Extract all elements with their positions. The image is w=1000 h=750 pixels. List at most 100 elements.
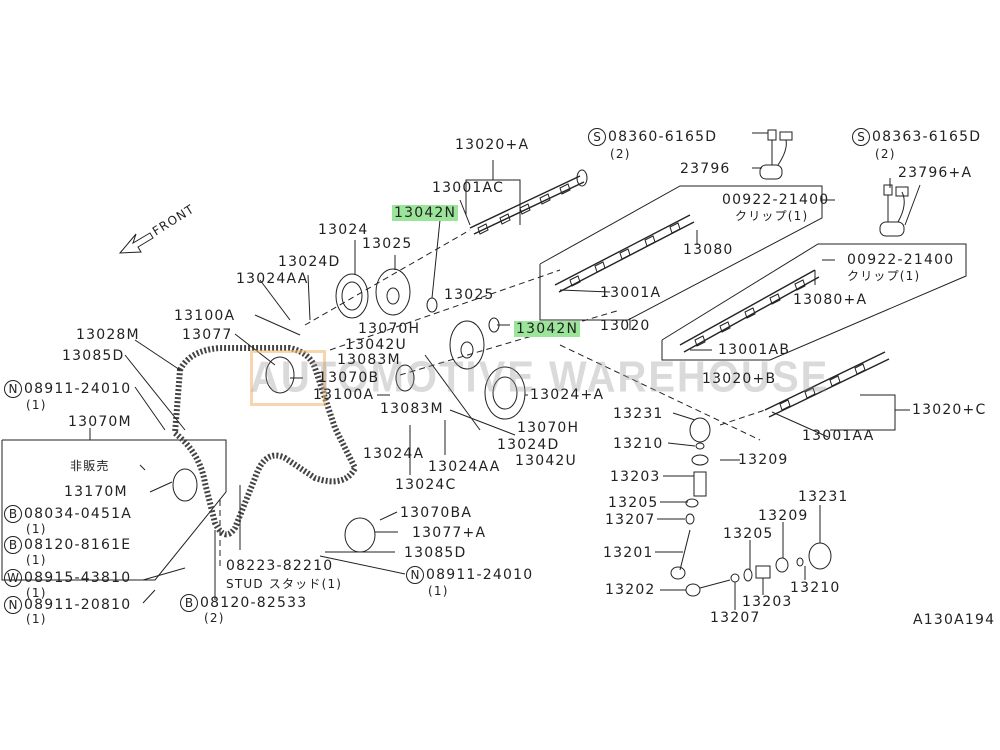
w-prefix-icon: W bbox=[4, 569, 22, 587]
camshaft-box-13020B bbox=[661, 243, 967, 361]
idler-13077A bbox=[344, 517, 376, 553]
part-label-13042N-highlighted[interactable]: 13042N bbox=[392, 205, 459, 221]
part-label-13020C[interactable]: 13020+C bbox=[912, 402, 987, 418]
part-label-13077[interactable]: 13077 bbox=[182, 327, 233, 343]
part-label-13024AA-mid[interactable]: 13024AA bbox=[428, 459, 501, 475]
part-label-13025-mid[interactable]: 13025 bbox=[444, 287, 495, 303]
part-label-13024D-top[interactable]: 13024D bbox=[278, 254, 341, 270]
part-label-00922-21400-b[interactable]: 00922-21400 bbox=[847, 252, 955, 268]
qty-08911-20810: (1) bbox=[26, 612, 47, 626]
part-label-13028M[interactable]: 13028M bbox=[76, 327, 140, 343]
part-label-13070BA[interactable]: 13070BA bbox=[400, 505, 473, 521]
part-label-13042U-top[interactable]: 13042U bbox=[345, 337, 407, 353]
part-label-13077A[interactable]: 13077+A bbox=[412, 525, 487, 541]
part-label-13025-top[interactable]: 13025 bbox=[362, 236, 413, 252]
watermark-text: AUTOMOTIVE WAREHOUSE bbox=[250, 352, 830, 402]
part-label-13070M[interactable]: 13070M bbox=[68, 414, 132, 430]
part-label-13070H-mid[interactable]: 13070H bbox=[517, 420, 580, 436]
not-for-sale-label: 非販売 bbox=[70, 459, 110, 473]
part-label-13085D-top[interactable]: 13085D bbox=[62, 348, 125, 364]
qty-08915: (1) bbox=[26, 586, 47, 600]
cam-sensor-23796A bbox=[879, 184, 909, 237]
camshaft-13020 bbox=[554, 214, 695, 293]
part-label-13001AB[interactable]: 13001AB bbox=[718, 342, 791, 358]
part-label-13080A[interactable]: 13080+A bbox=[793, 292, 868, 308]
part-label-13001AC[interactable]: 13001AC bbox=[432, 180, 505, 196]
camshaft-box-13020 bbox=[539, 185, 823, 321]
part-label-13201[interactable]: 13201 bbox=[603, 545, 654, 561]
bracket-13020C bbox=[830, 394, 896, 431]
part-label-13042U-mid[interactable]: 13042U bbox=[515, 453, 577, 469]
part-label-13080[interactable]: 13080 bbox=[683, 242, 734, 258]
part-label-13083M-mid[interactable]: 13083M bbox=[380, 401, 444, 417]
qty-08120-82533: (2) bbox=[204, 611, 225, 625]
sprocket-13025-top bbox=[375, 268, 411, 316]
part-label-23796A[interactable]: 23796+A bbox=[898, 165, 973, 181]
part-label-13001A[interactable]: 13001A bbox=[600, 285, 662, 301]
part-label-23796[interactable]: 23796 bbox=[680, 161, 731, 177]
part-label-13210-a[interactable]: 13210 bbox=[613, 436, 664, 452]
part-label-13170M[interactable]: 13170M bbox=[64, 484, 128, 500]
n-prefix-icon: N bbox=[4, 380, 22, 398]
part-label-13024AA-top[interactable]: 13024AA bbox=[236, 271, 309, 287]
part-label-13209-b[interactable]: 13209 bbox=[758, 508, 809, 524]
qty-08120-8161E: (1) bbox=[26, 553, 47, 567]
plate-13083M bbox=[395, 364, 415, 392]
s-prefix-icon: S bbox=[588, 128, 606, 146]
qty-08911-24010-bot: (1) bbox=[428, 584, 449, 598]
part-label-13209-a[interactable]: 13209 bbox=[738, 452, 789, 468]
part-label-13020[interactable]: 13020 bbox=[600, 318, 651, 334]
b-prefix-icon: B bbox=[4, 505, 22, 523]
camshaft-13020C bbox=[764, 351, 890, 418]
part-label-13205-a[interactable]: 13205 bbox=[608, 495, 659, 511]
part-label-13203-a[interactable]: 13203 bbox=[610, 469, 661, 485]
n-prefix-icon: N bbox=[4, 596, 22, 614]
qty-08360: (2) bbox=[610, 147, 631, 161]
camshaft-13020B bbox=[679, 269, 820, 353]
part-label-13001AA[interactable]: 13001AA bbox=[802, 428, 875, 444]
part-label-13024[interactable]: 13024 bbox=[318, 222, 369, 238]
part-label-13083M-top[interactable]: 13083M bbox=[337, 352, 401, 368]
pulley-13024A bbox=[484, 366, 526, 420]
ring-13042N-top bbox=[426, 297, 438, 313]
part-label-13203-b[interactable]: 13203 bbox=[742, 594, 793, 610]
part-label-13020B[interactable]: 13020+B bbox=[702, 371, 777, 387]
stud-desc: STUD スタッド(1) bbox=[226, 577, 343, 591]
part-label-13024D-mid[interactable]: 13024D bbox=[497, 437, 560, 453]
part-label-13207-b[interactable]: 13207 bbox=[710, 610, 761, 626]
part-label-13100A-top[interactable]: 13100A bbox=[174, 308, 236, 324]
part-label-13085D-bot[interactable]: 13085D bbox=[404, 545, 467, 561]
part-label-13202[interactable]: 13202 bbox=[605, 582, 656, 598]
cam-sensor-23796 bbox=[759, 129, 793, 180]
part-label-13070B[interactable]: 13070B bbox=[318, 370, 380, 386]
part-label-13100A-mid[interactable]: 13100A bbox=[313, 387, 375, 403]
part-label-00922-21400-a[interactable]: 00922-21400 bbox=[722, 192, 830, 208]
part-label-13210-b[interactable]: 13210 bbox=[790, 580, 841, 596]
part-label-13024C[interactable]: 13024C bbox=[395, 477, 457, 493]
part-label-13024A[interactable]: 13024A bbox=[363, 446, 425, 462]
part-label-08223-82210[interactable]: 08223-82210 bbox=[226, 558, 334, 574]
sprocket-13024 bbox=[335, 273, 369, 319]
part-label-13207-a[interactable]: 13207 bbox=[605, 512, 656, 528]
part-label-13042N-highlighted-mid[interactable]: 13042N bbox=[514, 321, 581, 337]
part-label-13205-b[interactable]: 13205 bbox=[723, 526, 774, 542]
watermark-logo bbox=[250, 350, 326, 406]
part-label-13020A[interactable]: 13020+A bbox=[455, 137, 530, 153]
box-13070M bbox=[1, 439, 227, 581]
diagram-code: A130A194 bbox=[913, 612, 996, 628]
part-label-13231-b[interactable]: 13231 bbox=[798, 489, 849, 505]
part-label-13024A-plus[interactable]: 13024+A bbox=[530, 387, 605, 403]
part-label-13070H-top[interactable]: 13070H bbox=[358, 321, 421, 337]
b-prefix-icon: B bbox=[4, 536, 22, 554]
part-label-13231-a[interactable]: 13231 bbox=[613, 406, 664, 422]
